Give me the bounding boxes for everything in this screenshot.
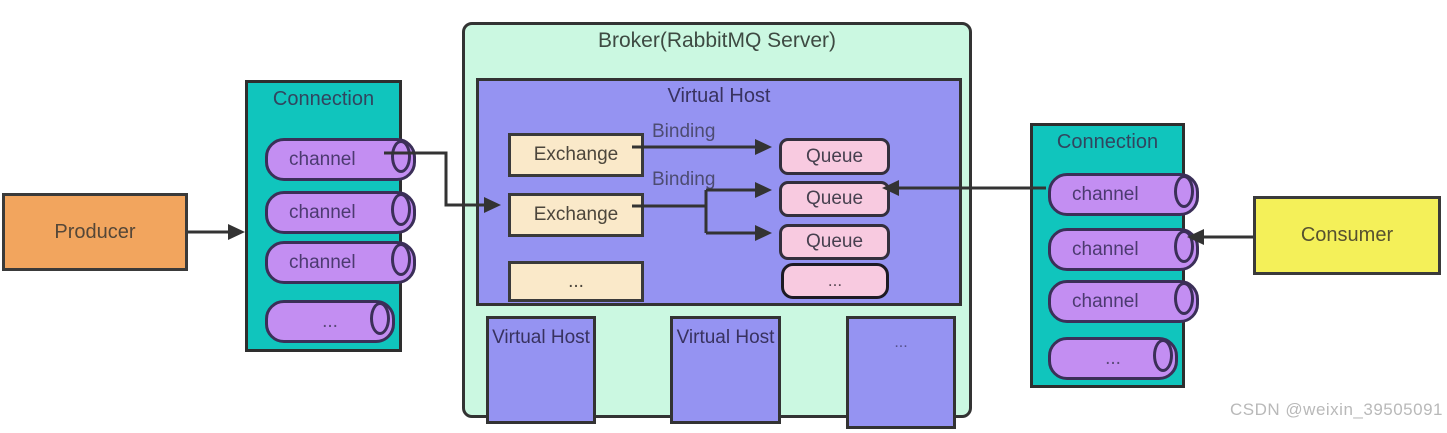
- cylinder-cap-icon: [1153, 339, 1173, 372]
- cylinder-cap-icon: [1174, 175, 1194, 208]
- channel-label: channel: [289, 251, 356, 273]
- right-channel-3: channel: [1048, 280, 1199, 323]
- channel-label: channel: [1072, 238, 1139, 260]
- right-channel-more: ...: [1048, 337, 1178, 380]
- channel-label: channel: [289, 148, 356, 170]
- channel-label: channel: [1072, 290, 1139, 312]
- consumer-box: Consumer: [1253, 196, 1441, 275]
- arrow-right-icon: [228, 224, 245, 240]
- cylinder-cap-icon: [391, 193, 411, 226]
- channel-label: ...: [1105, 347, 1121, 369]
- virtual-host-small-2: Virtual Host: [670, 316, 781, 424]
- broker-title: Broker(RabbitMQ Server): [597, 29, 837, 52]
- exchange-2: Exchange: [508, 193, 644, 237]
- left-channel-2: channel: [265, 191, 416, 234]
- cylinder-cap-icon: [1174, 230, 1194, 263]
- virtual-host-title: Virtual Host: [667, 85, 771, 107]
- channel-label: channel: [289, 201, 356, 223]
- exchange-1: Exchange: [508, 133, 644, 177]
- right-channel-1: channel: [1048, 173, 1199, 216]
- queue-more: ...: [781, 263, 889, 299]
- exchange-more: ...: [508, 261, 644, 302]
- cylinder-cap-icon: [391, 243, 411, 276]
- left-channel-3: channel: [265, 241, 416, 284]
- cylinder-cap-icon: [1174, 282, 1194, 315]
- watermark-text: CSDN @weixin_39505091: [1230, 400, 1443, 419]
- channel-label: channel: [1072, 183, 1139, 205]
- binding-label-1: Binding: [652, 121, 716, 142]
- binding-label-2: Binding: [652, 169, 716, 190]
- left-channel-more: ...: [265, 300, 395, 343]
- virtual-host-small-more: ...: [846, 316, 956, 429]
- queue-3: Queue: [779, 224, 890, 260]
- right-connection-box: Connection channel channel channel ...: [1030, 123, 1199, 388]
- broker-box: Broker(RabbitMQ Server) Virtual Host Exc…: [462, 22, 972, 429]
- right-connection-title: Connection: [1056, 131, 1159, 153]
- producer-box: Producer: [2, 193, 188, 271]
- virtual-host-main-box: Virtual Host Exchange Exchange ... Bindi…: [476, 78, 962, 306]
- queue-1: Queue: [779, 138, 890, 175]
- virtual-host-small-1: Virtual Host: [486, 316, 596, 424]
- channel-label: ...: [322, 310, 338, 332]
- cylinder-cap-icon: [391, 140, 411, 173]
- right-channel-2: channel: [1048, 228, 1199, 271]
- left-connection-box: Connection channel channel channel ...: [245, 80, 416, 352]
- cylinder-cap-icon: [370, 302, 390, 335]
- queue-2: Queue: [779, 181, 890, 217]
- left-connection-title: Connection: [272, 88, 375, 110]
- left-channel-1: channel: [265, 138, 416, 181]
